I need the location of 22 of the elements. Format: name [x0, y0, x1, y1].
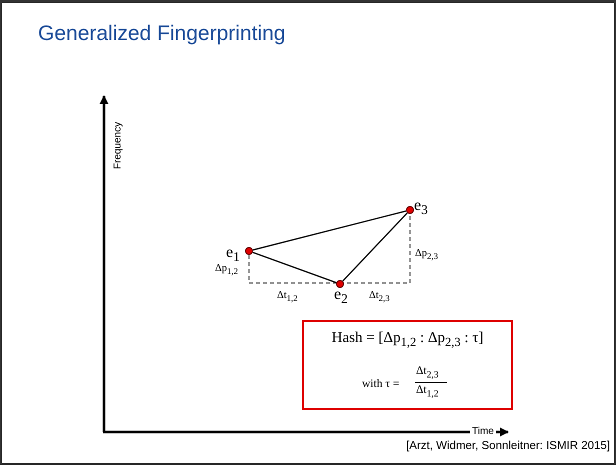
fraction-numerator: Δt$_{2,3}$	[416, 365, 439, 380]
connecting-line	[342, 212, 408, 282]
connecting-line	[252, 210, 406, 251]
dimension-label: Δt$_{2,3}$	[369, 290, 390, 304]
point-label: e$_{1}$	[226, 244, 240, 264]
dimension-label: Δp$_{1,2}$	[215, 263, 238, 276]
point-label: e$_{2}$	[334, 286, 348, 308]
fraction-denominator: Δt$_{1,2}$	[416, 384, 439, 400]
connecting-line	[252, 252, 336, 284]
dimension-label: Δt$_{1,2}$	[277, 290, 298, 304]
point-label: e$_{3}$	[414, 197, 428, 218]
point-marker	[245, 247, 253, 255]
hash-formula-box	[302, 320, 513, 410]
citation: [Arzt, Widmer, Sonnleitner: ISMIR 2015]	[406, 440, 610, 452]
point-marker	[406, 206, 414, 214]
formula-text: with τ =	[362, 378, 400, 390]
formula-text: Hash = [Δp$_{1,2}$ : Δp$_{2,3}$ : τ]	[330, 330, 484, 350]
axis-label: Frequency	[112, 120, 124, 172]
dimension-label: Δp$_{2,3}$	[415, 248, 438, 262]
axis-label: Time	[472, 426, 494, 437]
slide-title: Generalized Fingerprinting	[38, 22, 286, 46]
point-marker	[336, 280, 344, 288]
